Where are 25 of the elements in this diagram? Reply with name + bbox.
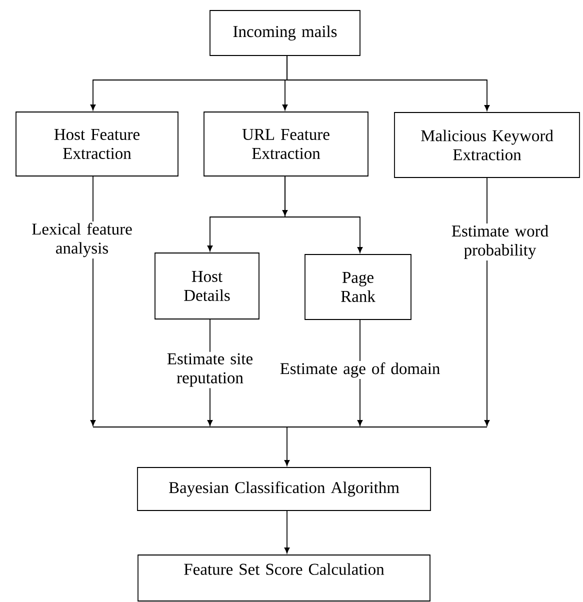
arrow (207, 388, 213, 426)
connector-line (486, 178, 488, 224)
arrow (284, 176, 363, 253)
step-label: Estimate age of domain (280, 362, 440, 378)
process-box: Feature Set Score Calculation (138, 554, 430, 602)
process-box: Malicious Keyword Extraction (394, 112, 580, 178)
arrow (484, 260, 490, 426)
process-box: Bayesian Classification Algorithm (137, 467, 431, 511)
arrow (90, 258, 96, 426)
arrowhead (282, 208, 288, 216)
arrow (357, 378, 363, 426)
process-box: URL Feature Extraction (204, 112, 368, 176)
step-label: Estimate site reputation (167, 353, 252, 387)
process-box: Incoming mails (210, 10, 360, 56)
step-label: Lexical feature analysis (32, 222, 132, 258)
arrow (284, 426, 290, 466)
process-box: Page Rank (304, 254, 412, 320)
arrow (286, 56, 490, 111)
step-label: Estimate word probability (452, 225, 548, 259)
arrow (284, 510, 290, 554)
connector-line (92, 176, 94, 222)
process-box: Host Feature Extraction (16, 112, 178, 176)
bus-line (210, 426, 288, 428)
bus-line (286, 426, 488, 428)
process-box: Host Details (154, 252, 260, 320)
